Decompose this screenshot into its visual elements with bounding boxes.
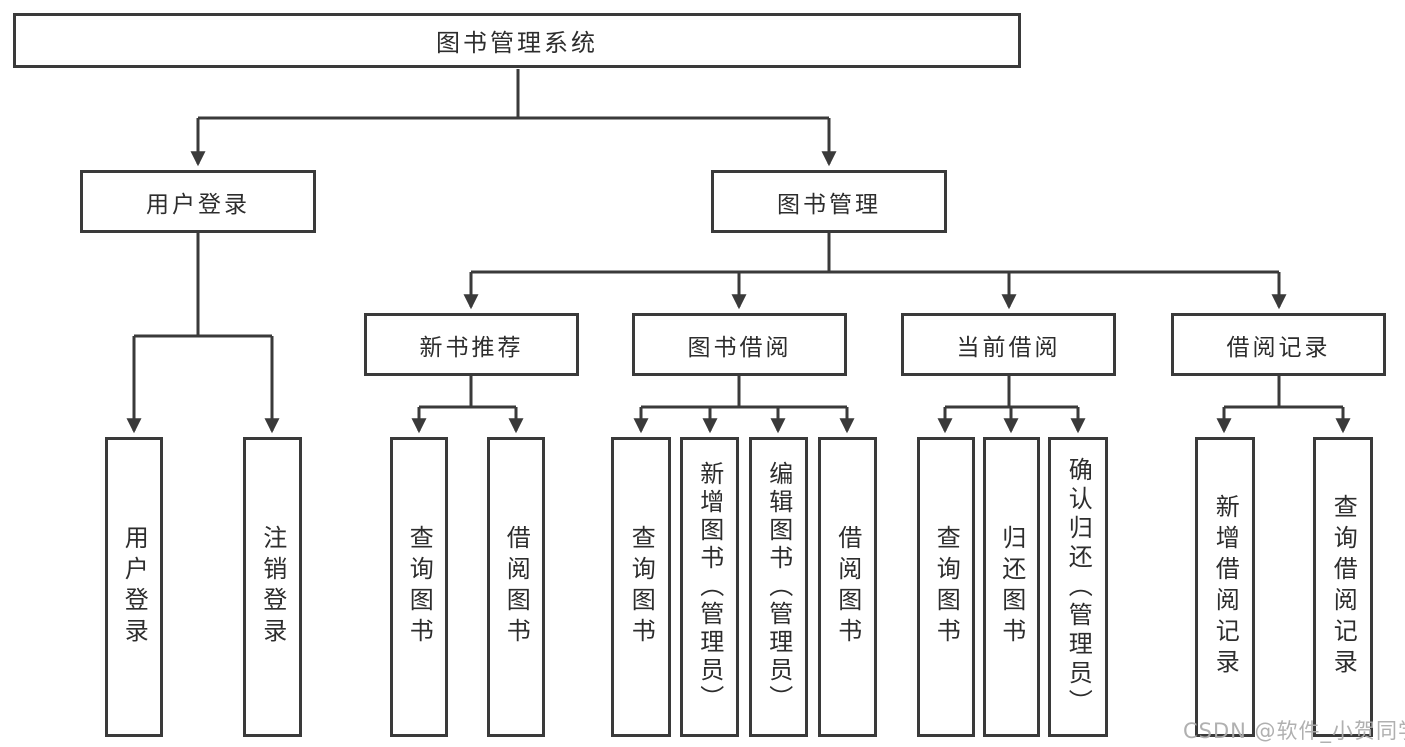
node-add-borrow-record: 新增借阅记录 — [1195, 437, 1255, 737]
node-user-login-leaf: 用户登录 — [105, 437, 163, 737]
node-book-borrowing: 图书借阅 — [632, 313, 847, 376]
connector-user-login-children — [126, 232, 280, 434]
node-confirm-return-admin: 确认归还（管理员） — [1048, 437, 1108, 737]
node-edit-books-admin: 编辑图书（管理员） — [749, 437, 808, 737]
connector-borrowing-records-children — [1216, 375, 1351, 434]
connector-new-book-children — [411, 375, 524, 434]
connector-current-borrowing-children — [937, 375, 1086, 434]
connector-book-borrowing-children — [633, 375, 855, 434]
node-borrow-books-borrowing: 借阅图书 — [818, 437, 877, 737]
node-return-books: 归还图书 — [983, 437, 1040, 737]
connector-book-management-children — [463, 233, 1287, 310]
connector-root-to-level2 — [190, 69, 837, 167]
node-borrow-books-recommend: 借阅图书 — [487, 437, 545, 737]
node-query-books-recommend: 查询图书 — [390, 437, 448, 737]
node-query-books-borrowing: 查询图书 — [611, 437, 671, 737]
node-current-borrowing: 当前借阅 — [901, 313, 1116, 376]
node-new-book-recommendation: 新书推荐 — [364, 313, 579, 376]
node-query-books-current: 查询图书 — [917, 437, 975, 737]
node-logout-leaf: 注销登录 — [243, 437, 302, 737]
node-book-management: 图书管理 — [711, 170, 947, 233]
node-add-books-admin: 新增图书（管理员） — [680, 437, 739, 737]
watermark-csdn: CSDN @软件_小贺同学 — [1183, 719, 1405, 743]
node-library-management-system: 图书管理系统 — [13, 13, 1021, 68]
node-user-login: 用户登录 — [80, 170, 316, 233]
node-query-borrow-record: 查询借阅记录 — [1313, 437, 1373, 737]
node-borrowing-records: 借阅记录 — [1171, 313, 1386, 376]
